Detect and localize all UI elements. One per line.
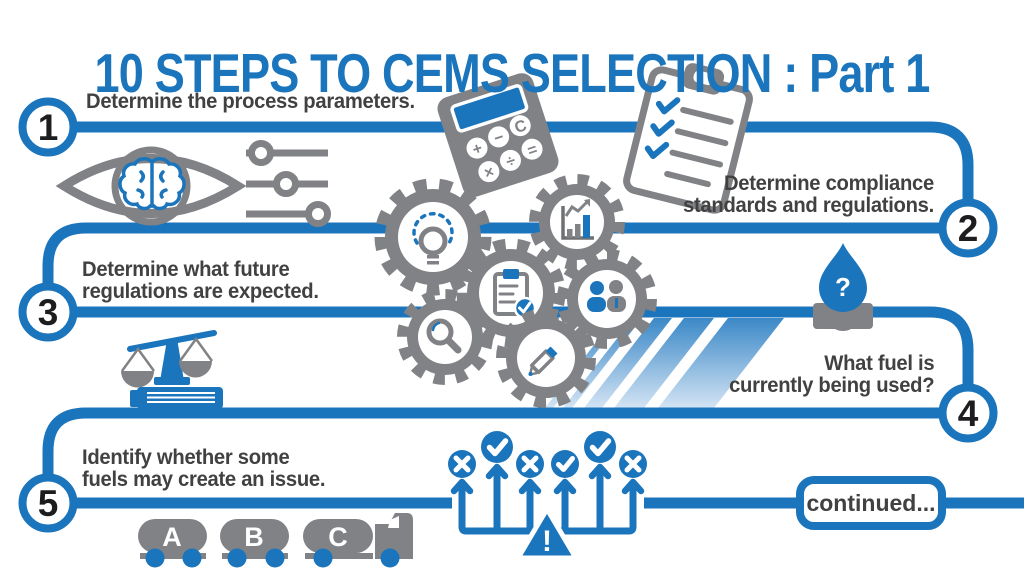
eye-brain-icon (55, 146, 247, 226)
gear-cluster (374, 174, 657, 408)
calc-clear-key: C (513, 117, 530, 137)
svg-text:3: 3 (38, 292, 59, 333)
gear-chart-icon (529, 174, 625, 270)
gear-people-icon (557, 249, 657, 349)
fuel-drop-icon: ? (819, 243, 867, 312)
fuel-evaluation-fork: ! (448, 431, 647, 561)
svg-text:1: 1 (38, 107, 59, 148)
arrow-up-icon (518, 478, 542, 495)
step-1-circle: 1 (18, 97, 78, 157)
fuel-tank-c-label: C (328, 522, 348, 552)
arrow-up-icon (588, 463, 612, 480)
continued-box: continued... (796, 476, 946, 530)
gear-magnifier-icon (397, 289, 493, 385)
cross-icon (619, 450, 647, 478)
svg-text:2: 2 (958, 208, 979, 249)
fuel-tank-a-label: A (162, 522, 182, 552)
cross-icon (516, 450, 544, 478)
svg-text:5: 5 (38, 483, 59, 524)
step-3-text: Determine what future regulations are ex… (82, 257, 319, 304)
arrow-up-icon (450, 478, 474, 495)
step-5-circle: 5 (18, 473, 78, 533)
calculator-icon: + − C × ÷ = (437, 73, 559, 197)
step-4-text: What fuel is currently being used? (728, 351, 934, 398)
page-title: 10 STEPS TO CEMS SELECTION : Part 1 (94, 41, 930, 104)
step-circles: 1 2 3 4 5 (18, 97, 998, 533)
step-2-text: Determine compliance standards and regul… (683, 171, 934, 218)
step-5-text: Identify whether some fuels may create a… (82, 445, 326, 492)
warning-triangle-icon: ! (517, 504, 577, 561)
cross-icon (448, 450, 476, 478)
fuel-drop-question: ? (835, 272, 851, 302)
step-4-circle: 4 (938, 383, 998, 443)
check-icon (551, 450, 579, 478)
check-icon (584, 431, 616, 463)
gear-lightbulb-icon (374, 178, 492, 296)
warning-exclamation: ! (542, 525, 552, 558)
step-1-text: Determine the process parameters. (86, 89, 415, 113)
arrow-up-icon (485, 463, 509, 480)
step-3-circle: 3 (18, 282, 78, 342)
fuel-truck-icon: A B C (138, 513, 413, 568)
checklist-clipboard-icon (623, 63, 753, 214)
gear-pencil-icon (496, 308, 596, 408)
continued-label: continued... (806, 490, 935, 516)
check-icon (481, 431, 513, 463)
arrow-up-icon (553, 478, 577, 495)
fuel-tank-b-label: B (244, 522, 264, 552)
step-2-circle: 2 (938, 198, 998, 258)
sliders-icon (246, 140, 331, 227)
arrow-up-icon (621, 478, 645, 495)
svg-text:4: 4 (958, 393, 979, 434)
scales-books-icon (120, 330, 223, 409)
